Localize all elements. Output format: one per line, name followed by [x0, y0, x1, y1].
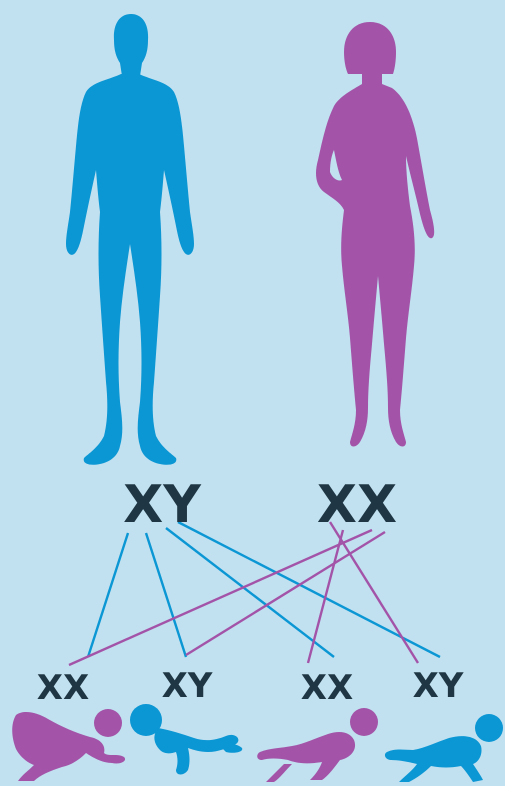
inheritance-line-father-to-offspring-2 — [146, 533, 186, 657]
male-head — [114, 14, 148, 76]
offspring-4-chromosome-label: XY — [413, 666, 464, 706]
inheritance-lines — [69, 522, 440, 665]
inheritance-line-father-to-offspring-1 — [88, 533, 128, 657]
female-figure — [316, 22, 434, 447]
inheritance-line-father-to-offspring-3 — [166, 528, 334, 657]
baby-3-figure — [257, 708, 378, 782]
male-figure — [66, 14, 194, 465]
male-body — [66, 74, 194, 465]
female-body — [316, 70, 434, 447]
mother-chromosome-label: XX — [317, 475, 397, 535]
baby-2-figure — [130, 704, 242, 775]
father-chromosome-label: XY — [123, 475, 202, 535]
inheritance-line-mother-to-offspring-4 — [330, 522, 418, 663]
offspring-1-chromosome-label: XX — [37, 668, 89, 708]
offspring-2-chromosome-label: XY — [162, 666, 213, 706]
female-hair — [344, 22, 396, 74]
baby-4-figure — [385, 714, 503, 782]
inheritance-line-mother-to-offspring-2 — [186, 532, 385, 655]
offspring-3-chromosome-label: XX — [301, 668, 353, 708]
baby-1-figure — [12, 709, 125, 781]
